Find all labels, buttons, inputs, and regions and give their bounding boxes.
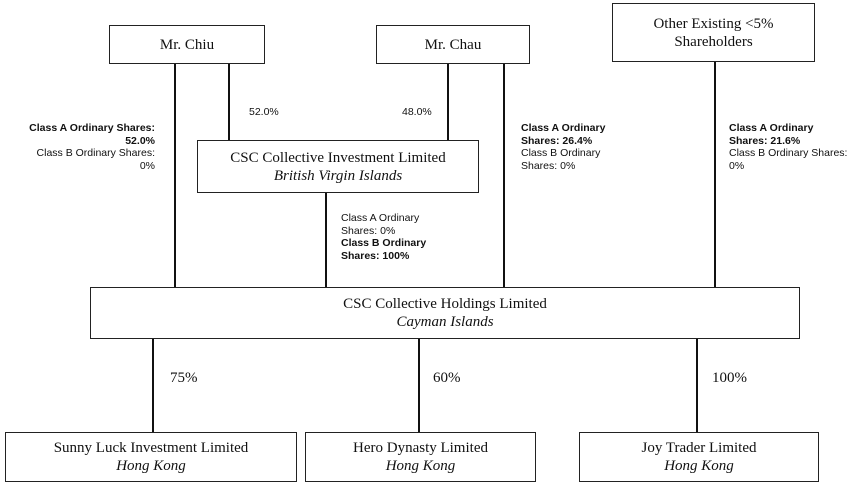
entity-name: Mr. Chau — [424, 36, 482, 53]
share-note-a-line-2: Shares: 21.6% — [729, 134, 801, 147]
share-note-b-line-1: Class B Ordinary — [341, 237, 427, 249]
connector-investment-to-holdings — [325, 193, 327, 287]
share-note-b-value: 0% — [139, 159, 155, 172]
share-note-b-label: Class B Ordinary Shares: — [36, 147, 155, 159]
entity-name: Mr. Chiu — [159, 36, 215, 53]
entity-box-mr-chau: Mr. Chau — [376, 25, 530, 64]
share-note-others: Class A Ordinary Shares: 21.6% Class B O… — [729, 122, 847, 172]
connector-holdings-to-sunny-luck — [152, 339, 154, 432]
entity-name: Joy Trader Limited — [641, 440, 757, 456]
entity-name: Sunny Luck Investment Limited — [53, 440, 249, 456]
entity-jurisdiction: British Virgin Islands — [273, 167, 403, 184]
share-note-a-line-2: Shares: 0% — [341, 224, 396, 237]
entity-box-mr-chiu: Mr. Chiu — [109, 25, 265, 64]
share-note-b-line-2: 0% — [729, 159, 745, 172]
entity-jurisdiction: Hong Kong — [664, 458, 734, 474]
entity-box-sunny-luck: Sunny Luck Investment Limited Hong Kong — [5, 432, 297, 482]
connector-chau-to-holdings — [503, 64, 505, 287]
share-note-a-line-1: Class A Ordinary — [521, 122, 606, 134]
ownership-pct-joy-trader: 100% — [712, 370, 747, 386]
entity-name: Hero Dynasty Limited — [353, 440, 488, 456]
share-note-b-line-2: Shares: 0% — [521, 159, 576, 172]
entity-name: CSC Collective Holdings Limited — [343, 296, 547, 312]
share-note-b-line-1: Class B Ordinary — [521, 147, 601, 159]
entity-name: CSC Collective Investment Limited — [230, 149, 446, 166]
entity-name-line-1: Other Existing <5% — [653, 15, 774, 32]
connector-holdings-to-joy-trader — [696, 339, 698, 432]
ownership-pct-sunny-luck: 75% — [170, 370, 198, 386]
connector-holdings-to-hero-dynasty — [418, 339, 420, 432]
entity-box-joy-trader: Joy Trader Limited Hong Kong — [579, 432, 819, 482]
share-note-chiu: Class A Ordinary Shares: 52.0% Class B O… — [12, 122, 155, 172]
share-note-a-label: Class A Ordinary Shares: — [29, 122, 155, 134]
entity-jurisdiction: Hong Kong — [116, 458, 186, 474]
connector-chau-to-investment — [447, 64, 449, 141]
connector-chiu-to-holdings — [174, 64, 176, 287]
share-note-b-line-2: Shares: 100% — [341, 249, 410, 262]
connector-others-to-holdings — [714, 62, 716, 287]
share-note-a-value: 52.0% — [125, 134, 155, 147]
connector-chiu-to-investment — [228, 64, 230, 141]
share-note-b-line-1: Class B Ordinary Shares: — [729, 147, 848, 159]
entity-box-hero-dynasty: Hero Dynasty Limited Hong Kong — [305, 432, 536, 482]
share-note-a-line-1: Class A Ordinary — [341, 212, 420, 224]
ownership-pct-chau-to-investment: 48.0% — [402, 106, 432, 118]
share-note-a-line-2: Shares: 26.4% — [521, 134, 593, 147]
entity-jurisdiction: Hong Kong — [385, 458, 456, 474]
entity-name-line-2: Shareholders — [674, 33, 753, 50]
share-note-investment: Class A Ordinary Shares: 0% Class B Ordi… — [341, 212, 426, 262]
entity-box-other-shareholders: Other Existing <5% Shareholders — [612, 3, 815, 62]
entity-box-csc-collective-holdings: CSC Collective Holdings Limited Cayman I… — [90, 287, 800, 339]
entity-jurisdiction: Cayman Islands — [396, 314, 494, 330]
ownership-pct-hero-dynasty: 60% — [433, 370, 461, 386]
entity-box-csc-collective-investment: CSC Collective Investment Limited Britis… — [197, 140, 479, 193]
share-note-a-line-1: Class A Ordinary — [729, 122, 814, 134]
share-note-chau: Class A Ordinary Shares: 26.4% Class B O… — [521, 122, 605, 172]
ownership-pct-chiu-to-investment: 52.0% — [249, 106, 279, 118]
